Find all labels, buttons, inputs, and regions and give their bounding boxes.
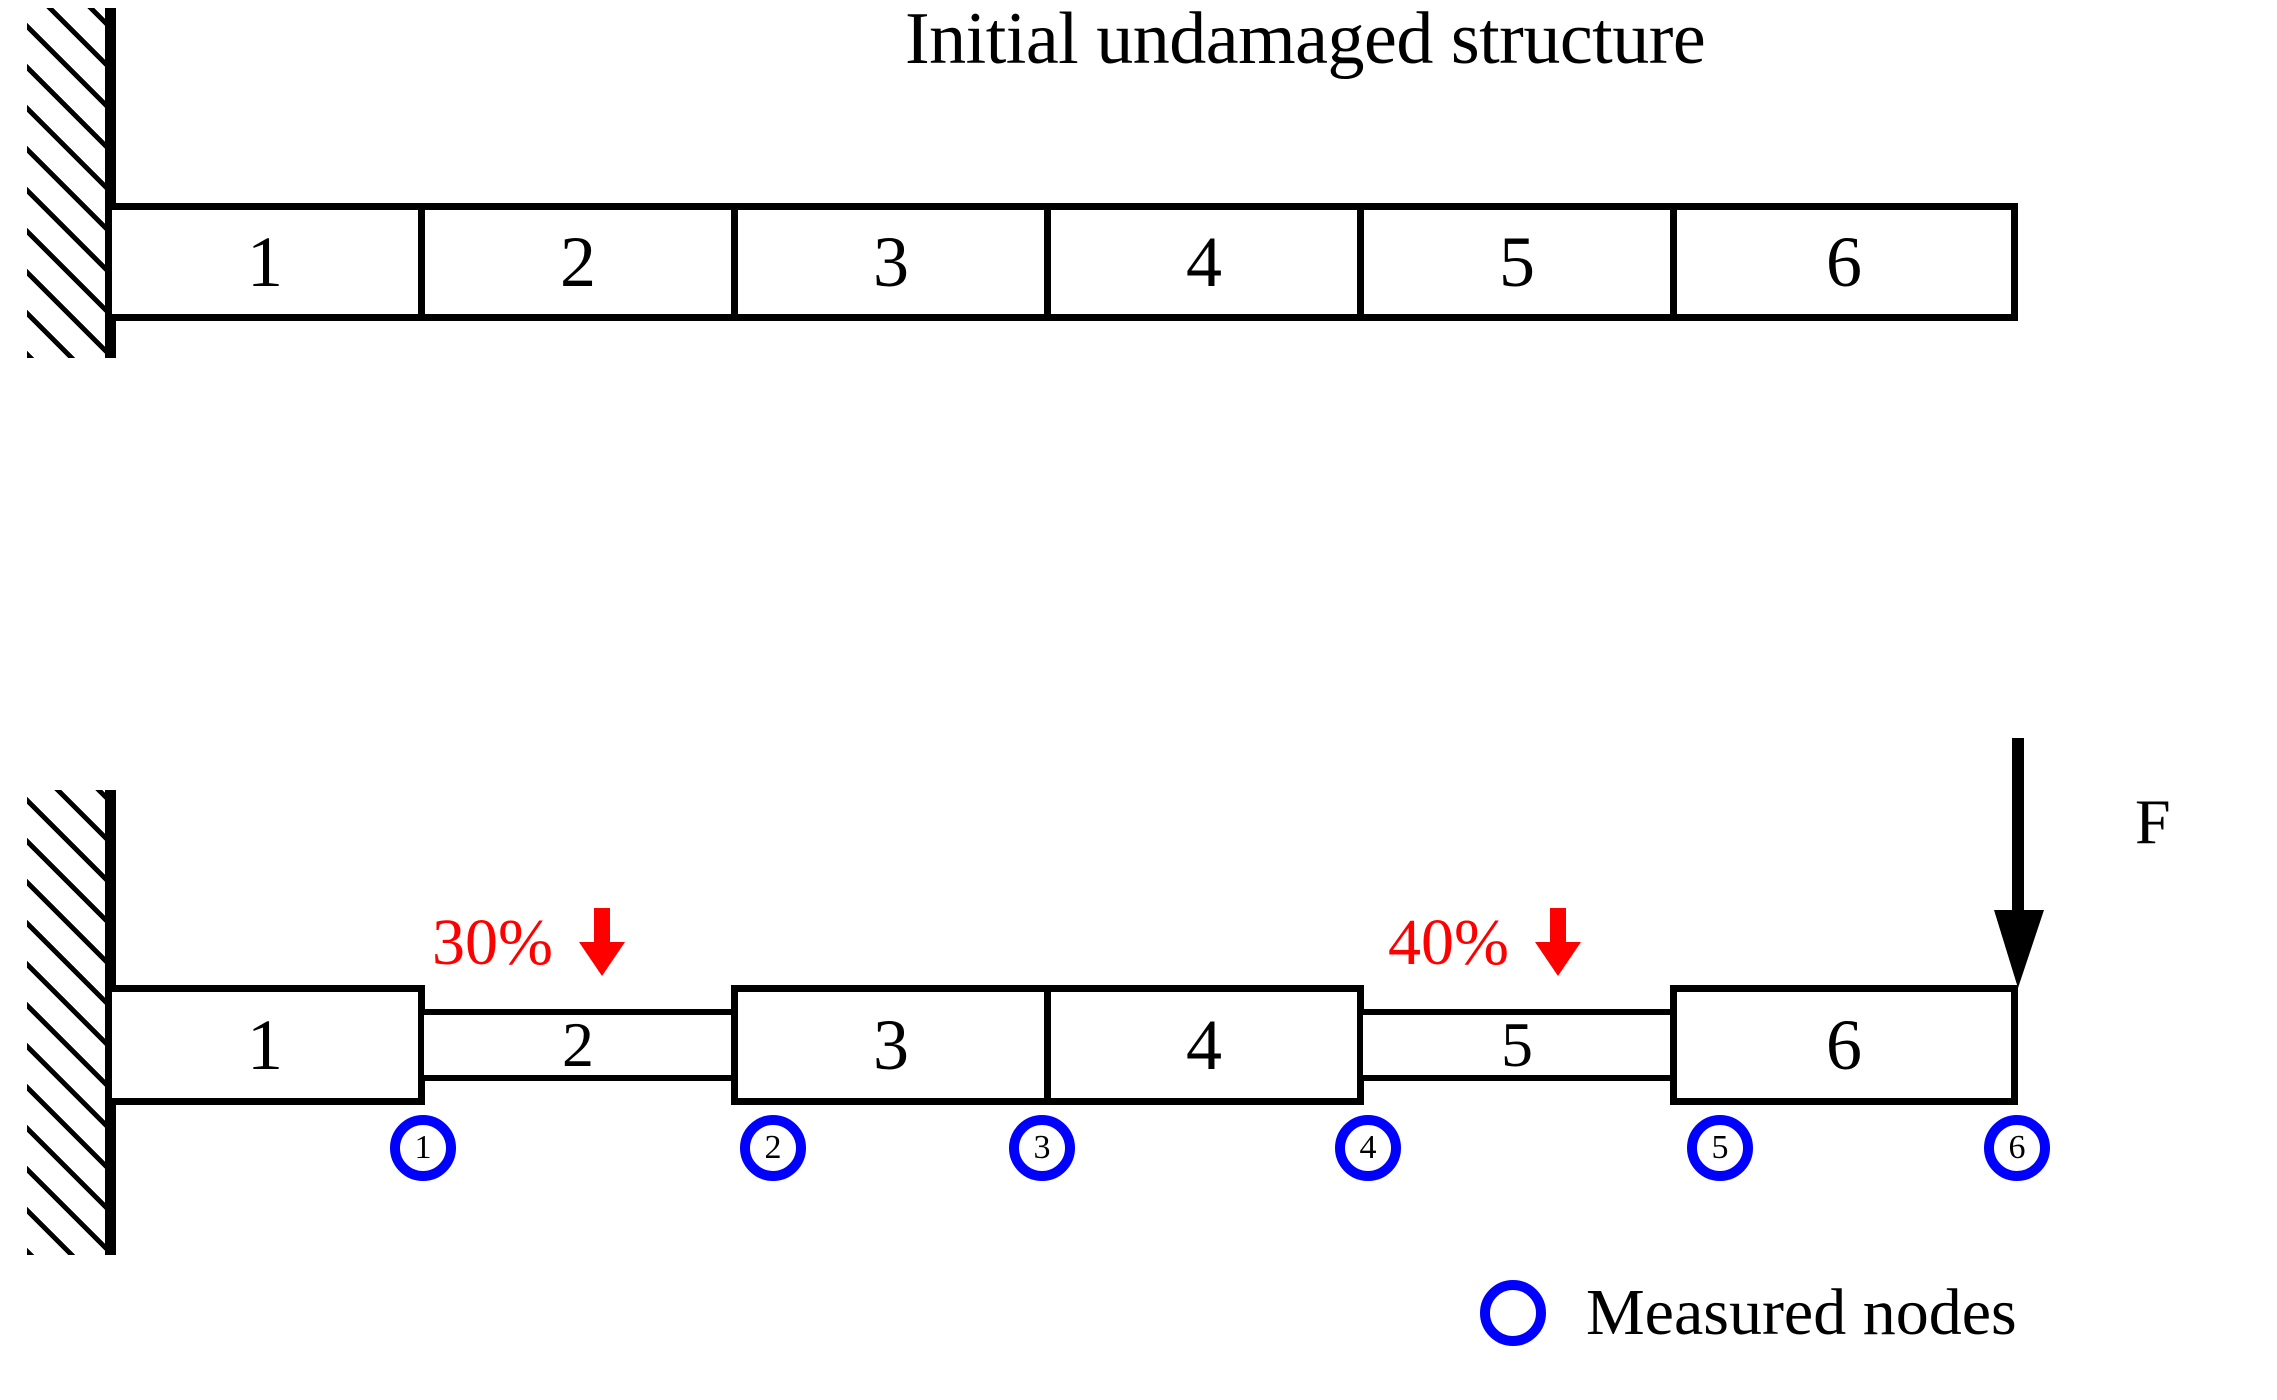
node-label: 5: [1711, 1129, 1729, 1166]
legend: Measured nodes: [1480, 1280, 2017, 1346]
beam-element-label: 1: [247, 222, 283, 302]
damage-annotation-element-5: 40%: [1388, 908, 1585, 978]
wall-hatching-icon: [27, 8, 105, 358]
beam-element-top-6: 6: [1670, 203, 2018, 321]
beam-element-label: 1: [247, 1005, 283, 1085]
page-title: Initial undamaged structure: [905, 0, 1706, 80]
beam-element-label: 3: [873, 222, 909, 302]
beam-element-bottom-2: 2: [418, 1009, 738, 1081]
beam-element-label: 4: [1186, 222, 1222, 302]
measured-node-2[interactable]: 2: [740, 1115, 806, 1181]
beam-element-label: 6: [1826, 1005, 1862, 1085]
node-label: 2: [764, 1129, 782, 1166]
wall-edge-line: [105, 8, 116, 358]
damage-down-arrow-icon: [1534, 908, 1581, 976]
fixed-support-wall-top: [16, 8, 116, 358]
measured-node-3[interactable]: 3: [1009, 1115, 1075, 1181]
beam-element-label: 3: [873, 1005, 909, 1085]
beam-element-label: 5: [1501, 1009, 1533, 1080]
legend-label: Measured nodes: [1586, 1276, 2017, 1349]
beam-element-top-4: 4: [1044, 203, 1364, 321]
measured-node-5[interactable]: 5: [1687, 1115, 1753, 1181]
force-label: F: [2135, 786, 2171, 857]
measured-node-marker-icon: [1480, 1280, 1546, 1346]
beam-element-bottom-1: 1: [105, 985, 425, 1105]
beam-element-label: 5: [1499, 222, 1535, 302]
node-label: 3: [1033, 1129, 1051, 1166]
damage-down-arrow-icon: [578, 908, 625, 976]
beam-element-top-5: 5: [1357, 203, 1677, 321]
beam-element-label: 2: [562, 1009, 594, 1080]
node-label: 6: [2008, 1129, 2026, 1166]
measured-node-1[interactable]: 1: [390, 1115, 456, 1181]
beam-element-bottom-6: 6: [1670, 985, 2018, 1105]
wall-hatching-icon: [27, 790, 105, 1255]
measured-node-4[interactable]: 4: [1335, 1115, 1401, 1181]
beam-element-top-1: 1: [105, 203, 425, 321]
beam-element-bottom-3: 3: [731, 985, 1051, 1105]
node-label: 4: [1359, 1129, 1377, 1166]
damage-percent-label: 30%: [432, 906, 553, 979]
beam-element-label: 6: [1826, 222, 1862, 302]
beam-element-label: 4: [1186, 1005, 1222, 1085]
damage-percent-label: 40%: [1388, 906, 1509, 979]
fixed-support-wall-bottom: [16, 790, 116, 1255]
beam-element-bottom-5: 5: [1357, 1009, 1677, 1081]
beam-element-label: 2: [560, 222, 596, 302]
measured-node-6[interactable]: 6: [1984, 1115, 2050, 1181]
damage-annotation-element-2: 30%: [432, 908, 629, 978]
node-label: 1: [414, 1129, 432, 1166]
beam-element-top-3: 3: [731, 203, 1051, 321]
beam-element-bottom-4: 4: [1044, 985, 1364, 1105]
applied-force-arrow-icon: [1994, 738, 2044, 988]
beam-element-top-2: 2: [418, 203, 738, 321]
